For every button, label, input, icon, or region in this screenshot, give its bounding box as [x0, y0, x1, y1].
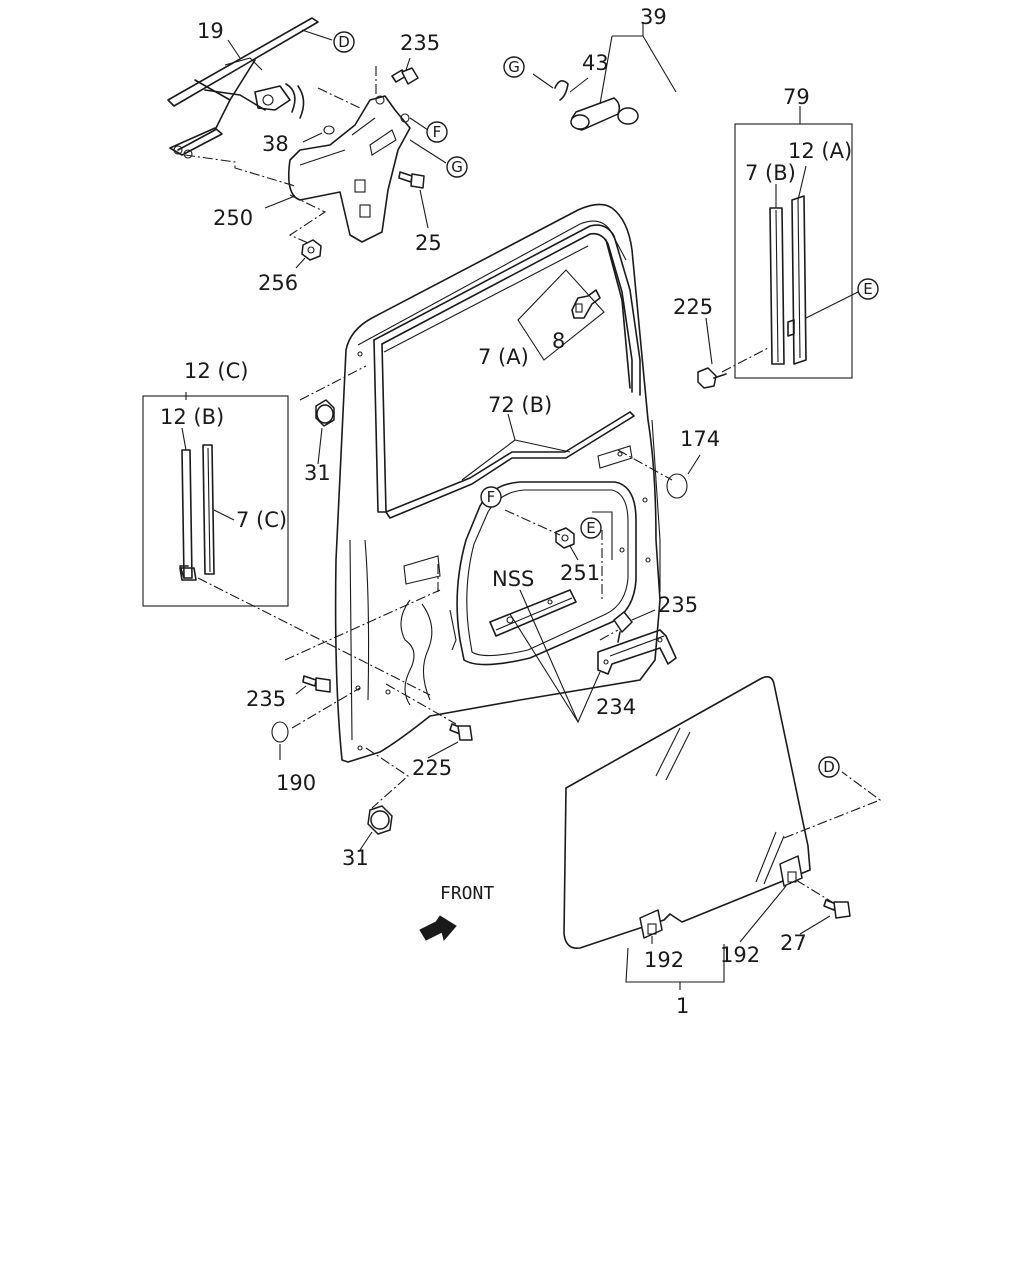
label-225-right: 225: [673, 295, 713, 319]
label-79: 79: [783, 85, 810, 109]
label-27: 27: [780, 931, 807, 955]
washer-38: [323, 125, 335, 135]
bracket-234: [597, 629, 677, 675]
label-7a: 7 (A): [478, 345, 529, 369]
bolt-25: [398, 171, 425, 189]
bolt-225-right: [697, 367, 727, 389]
nut-251: [555, 527, 575, 549]
svg-text:F: F: [433, 123, 442, 141]
label-12a: 12 (A): [788, 139, 852, 163]
svg-text:E: E: [586, 519, 595, 537]
label-235-left: 235: [246, 687, 286, 711]
label-190: 190: [276, 771, 316, 795]
bolt-225-bottom: [449, 723, 473, 741]
channel-box-12c: [142, 392, 289, 607]
svg-text:F: F: [487, 488, 496, 506]
label-43: 43: [582, 51, 609, 75]
plug-190: [271, 721, 289, 743]
ref-marker-f-top: F: [426, 121, 448, 143]
label-235-top: 235: [400, 31, 440, 55]
label-225-bottom: 225: [412, 756, 452, 780]
label-234: 234: [596, 695, 636, 719]
label-7b: 7 (B): [745, 161, 796, 185]
channel-box-79: [734, 106, 859, 379]
clip-8: [571, 289, 601, 319]
window-regulator: [167, 17, 319, 159]
bumper-31-upper: [315, 399, 335, 427]
ref-marker-e-right: E: [857, 278, 879, 300]
label-39: 39: [640, 5, 667, 29]
door-panel: [334, 203, 661, 763]
svg-text:G: G: [451, 158, 463, 176]
regulator-bracket: [287, 95, 411, 243]
label-72b: 72 (B): [488, 393, 552, 417]
bolt-235-left: [302, 675, 331, 693]
ref-marker-f-mid: F: [480, 486, 502, 508]
label-7c: 7 (C): [236, 508, 287, 532]
label-174: 174: [680, 427, 720, 451]
label-250: 250: [213, 206, 253, 230]
handle-crank-39: [532, 22, 677, 131]
label-8: 8: [552, 329, 565, 353]
door-glass: [563, 676, 811, 950]
ref-marker-g-top: G: [446, 156, 468, 178]
bumper-31-lower: [367, 805, 393, 835]
svg-text:D: D: [338, 33, 350, 51]
ref-marker-e-mid: E: [580, 517, 602, 539]
label-192-left: 192: [644, 948, 684, 972]
bolt-235-top: [391, 67, 419, 85]
label-12b: 12 (B): [160, 405, 224, 429]
ref-marker-d-glass: D: [818, 756, 840, 778]
bolt-27: [823, 899, 851, 919]
label-1: 1: [676, 994, 689, 1018]
front-label: FRONT: [440, 883, 494, 904]
svg-text:D: D: [823, 758, 835, 776]
bolt-235-mid: [613, 611, 633, 643]
clip-192-left: [639, 909, 663, 939]
nss-rail: [489, 589, 577, 637]
label-38: 38: [262, 132, 289, 156]
label-19: 19: [197, 19, 224, 43]
clip-192-right: [779, 855, 803, 887]
ref-marker-g-left: G: [503, 56, 525, 78]
label-251: 251: [560, 561, 600, 585]
label-25: 25: [415, 231, 442, 255]
label-nss: NSS: [492, 567, 534, 591]
grommet-174: [666, 473, 688, 499]
label-235-mid: 235: [658, 593, 698, 617]
label-192-right: 192: [720, 943, 760, 967]
nut-256: [301, 239, 322, 261]
direction-arrow-icon: [419, 915, 457, 942]
svg-text:G: G: [508, 58, 520, 76]
svg-text:E: E: [863, 280, 872, 298]
label-256: 256: [258, 271, 298, 295]
label-31-upper: 31: [304, 461, 331, 485]
label-12c: 12 (C): [184, 359, 248, 383]
label-31-lower: 31: [342, 846, 369, 870]
ref-marker-d-top: D: [333, 31, 355, 53]
